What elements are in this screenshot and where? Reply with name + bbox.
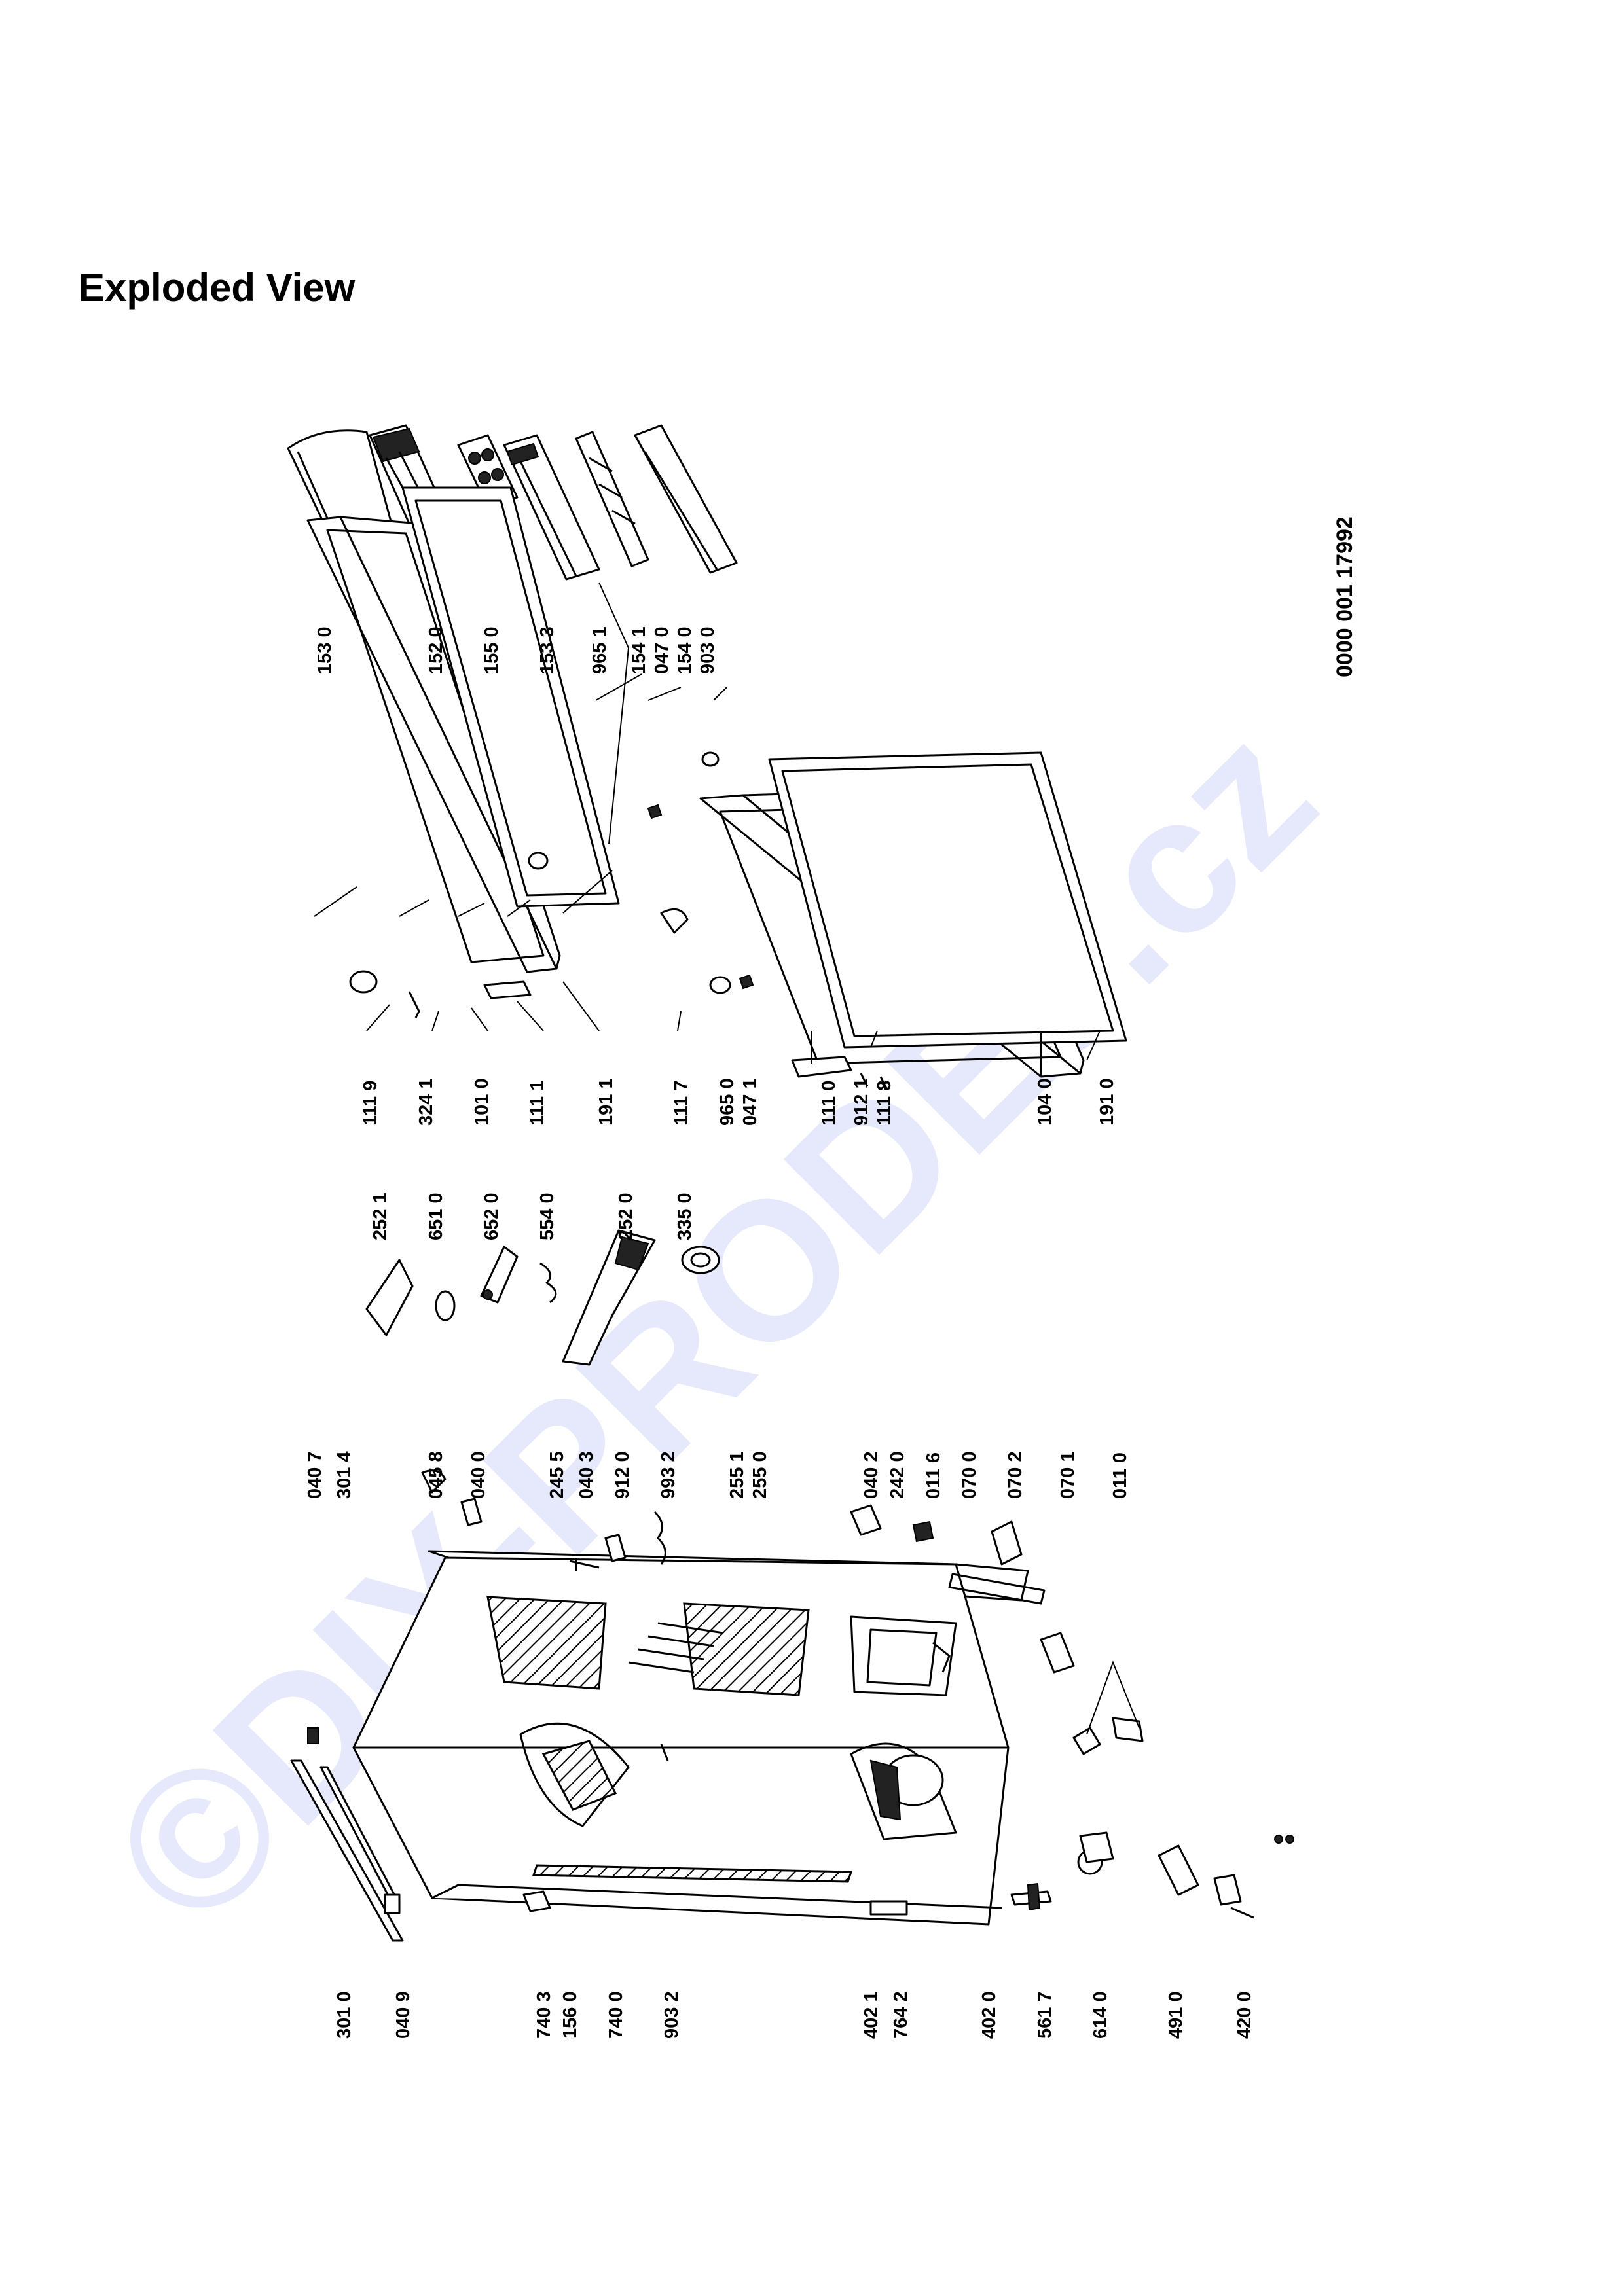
shelf-153-3-drawing: [503, 434, 600, 581]
label-111-9: 111 9: [360, 1081, 381, 1126]
label-156-0: 156 0: [560, 1991, 581, 2039]
label-111-8: 111 8: [874, 1081, 895, 1126]
leader-lines: [314, 582, 1101, 1077]
label-047-1: 047 1: [740, 1078, 761, 1126]
label-152-0: 152 0: [426, 626, 447, 674]
label-245-5: 245 5: [547, 1451, 568, 1499]
hinge-111-0-drawing: [791, 1056, 888, 1090]
shelf-154-0-drawing: [634, 424, 738, 574]
label-740-0: 740 0: [606, 1991, 627, 2039]
label-040-3: 040 3: [576, 1451, 597, 1499]
right-side-parts-drawing: [421, 1469, 1144, 1755]
label-191-1: 191 1: [596, 1078, 617, 1126]
label-040-9: 040 9: [393, 1991, 414, 2039]
label-242-0: 242 0: [887, 1451, 908, 1499]
label-614-0: 614 0: [1090, 1991, 1111, 2039]
thermostat-parts-drawing: [365, 1229, 720, 1366]
label-965-0: 965 0: [717, 1078, 738, 1126]
label-301-4: 301 4: [334, 1451, 355, 1499]
label-491-0: 491 0: [1165, 1991, 1186, 2039]
document-number: 0000 001 17992: [1332, 516, 1357, 677]
label-111-1: 111 1: [527, 1081, 548, 1126]
cabinet-drawing: [352, 1550, 1046, 1926]
gasket-191-0-drawing: [768, 751, 1127, 1049]
label-965-1: 965 1: [589, 626, 610, 674]
label-111-7: 111 7: [671, 1081, 692, 1126]
label-045-8: 045 8: [426, 1451, 447, 1499]
label-040-0: 040 0: [468, 1451, 489, 1499]
label-740-3: 740 3: [534, 1991, 555, 2039]
label-153-0: 153 0: [314, 626, 335, 674]
small-parts-top-drawing: [349, 751, 754, 1018]
label-155-0: 155 0: [481, 626, 502, 674]
label-903-2: 903 2: [661, 1991, 682, 2039]
label-903-0: 903 0: [697, 626, 718, 674]
label-420-0: 420 0: [1234, 1991, 1255, 2039]
label-040-7: 040 7: [304, 1451, 325, 1499]
strips-and-feet-drawing: [290, 1641, 951, 1942]
label-764-2: 764 2: [890, 1991, 911, 2039]
shelf-154-1-drawing: [575, 431, 649, 567]
label-011-6: 011 6: [923, 1452, 944, 1499]
page-title: Exploded View: [79, 266, 356, 310]
label-070-2: 070 2: [1005, 1451, 1026, 1499]
label-070-1: 070 1: [1057, 1451, 1078, 1499]
label-255-0: 255 0: [750, 1451, 771, 1499]
label-255-1: 255 1: [727, 1451, 748, 1499]
label-912-1: 912 1: [851, 1078, 872, 1126]
label-group: 153 0 152 0 155 0 153 3 965 1 154 1 047 …: [304, 516, 1357, 2039]
label-301-0: 301 0: [334, 1991, 355, 2039]
gasket-191-1-drawing: [401, 486, 620, 908]
label-154-1: 154 1: [629, 626, 649, 674]
label-402-0: 402 0: [979, 1991, 1000, 2039]
label-070-0: 070 0: [959, 1451, 980, 1499]
label-652-0: 652 0: [481, 1193, 502, 1240]
label-104-0: 104 0: [1034, 1078, 1055, 1126]
label-554-0: 554 0: [537, 1193, 558, 1240]
label-252-1: 252 1: [370, 1193, 391, 1240]
label-011-0: 011 0: [1110, 1452, 1131, 1499]
label-402-1: 402 1: [861, 1991, 882, 2039]
label-111-0: 111 0: [818, 1081, 839, 1126]
label-154-0: 154 0: [674, 626, 695, 674]
label-252-0: 252 0: [615, 1193, 636, 1240]
label-101-0: 101 0: [471, 1078, 492, 1126]
label-047-0: 047 0: [651, 626, 672, 674]
electrical-parts-drawing: [1010, 1831, 1294, 1919]
label-040-2: 040 2: [861, 1451, 882, 1499]
label-651-0: 651 0: [426, 1193, 447, 1240]
label-912-0: 912 0: [612, 1451, 633, 1499]
label-561-7: 561 7: [1034, 1991, 1055, 2039]
label-993-2: 993 2: [658, 1451, 679, 1499]
label-153-3: 153 3: [537, 626, 558, 674]
label-335-0: 335 0: [674, 1193, 695, 1240]
label-191-0: 191 0: [1097, 1078, 1118, 1126]
label-324-1: 324 1: [416, 1078, 437, 1126]
